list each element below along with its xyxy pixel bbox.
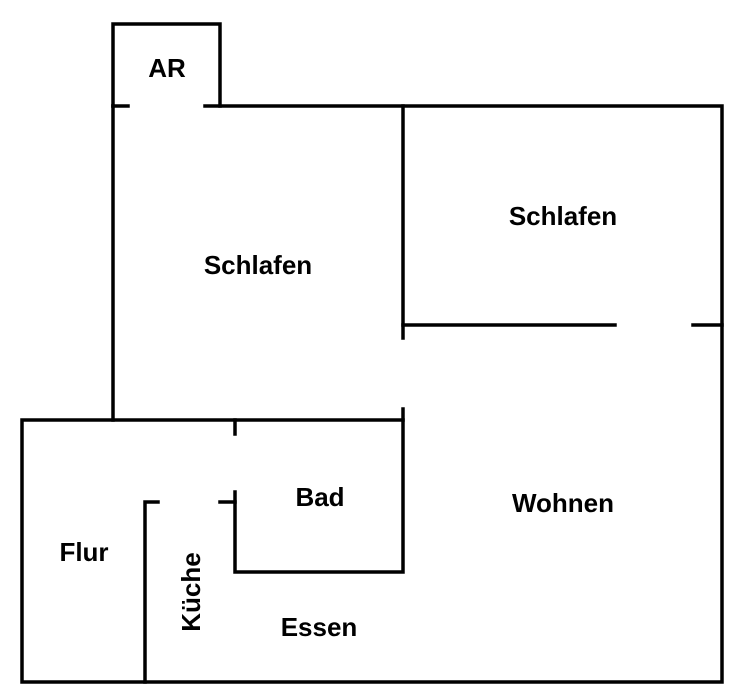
wall-flur: [143, 500, 160, 684]
wall-bad-right: [233, 407, 405, 574]
room-label-essen: Essen: [281, 612, 358, 642]
room-label-flur: Flur: [59, 537, 108, 567]
room-label-ar: AR: [148, 53, 186, 83]
room-label-bad: Bad: [295, 482, 344, 512]
room-label-wohnen: Wohnen: [512, 488, 614, 518]
room-label-schlafen-right: Schlafen: [509, 201, 617, 231]
room-label-kueche: Küche: [176, 552, 206, 631]
room-label-schlafen-left: Schlafen: [204, 250, 312, 280]
wall-ar: [111, 22, 222, 108]
walls: [20, 22, 724, 684]
wall-top: [20, 104, 724, 684]
